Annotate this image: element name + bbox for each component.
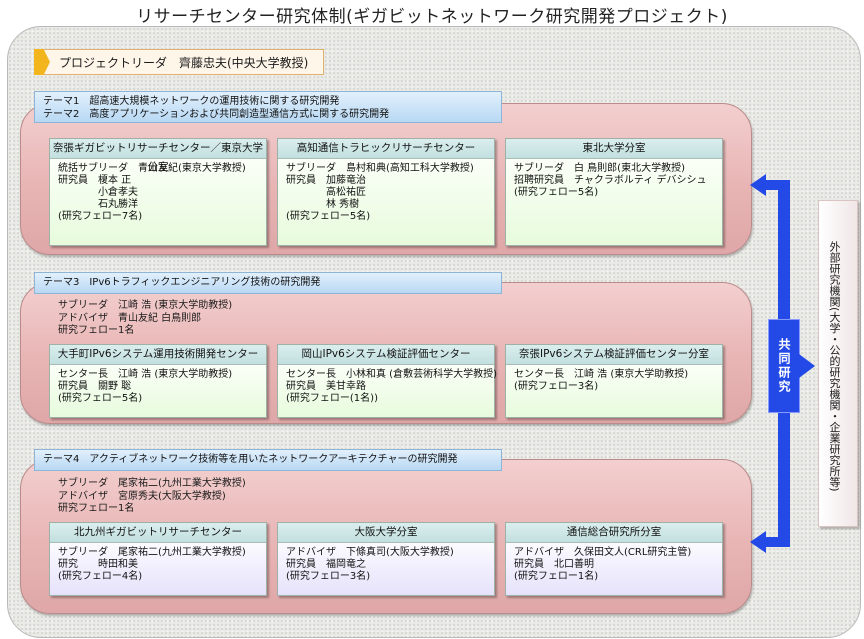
card-line: (研究フェロー7名)	[58, 211, 143, 222]
arrow-left-icon	[750, 174, 766, 196]
card-line: (研究フェロー3名)	[286, 571, 371, 582]
info-line: サブリーダ 江崎 浩 (東京大学助教授)	[58, 300, 233, 311]
info-line: アドバイザ 宮原秀夫(大阪大学教授)	[58, 490, 226, 502]
card-line: サブリーダ 白 鳥則郎(東北大学教授)	[514, 163, 685, 174]
card-line: アドバイザ 久保田文人(CRL研究主管)	[514, 547, 692, 558]
theme4-header: テーマ4 アクティブネットワーク技術等を用いたネットワークアーキテクチャーの研究…	[34, 449, 502, 471]
info-line: アドバイザ 青山友紀 白鳥則郎	[58, 312, 202, 324]
card-body: サブリーダ 島村和典(高知工科大学教授)研究員 加藤竜治 高松祐匠 林 秀樹(研…	[278, 159, 494, 245]
card-body: センター長 小林和真 (倉敷芸術科学大学教授)研究員 美甘幸路(研究フェロー(1…	[278, 365, 497, 417]
card-osaka-univ: 大阪大学分室 アドバイザ 下條真司(大阪大学教授)研究員 福岡竜之(研究フェロー…	[277, 522, 495, 596]
theme1-2-header: テーマ1 超高速大規模ネットワークの運用技術に関する研究開発 テーマ2 高度アプ…	[34, 91, 502, 123]
card-line: 研究員 北口善明	[514, 559, 594, 570]
card-line: 招聘研究員 チャクラボルティ デバシシュ	[514, 175, 707, 186]
card-otemachi-ipv6: 大手町IPv6システム運用技術開発センター センター長 江崎 浩 (東京大学助教…	[49, 344, 267, 418]
theme3-header: テーマ3 IPv6トラフィックエンジニアリング技術の研究開発	[34, 272, 502, 294]
card-crl: 通信総合研究所分室 アドバイザ 久保田文人(CRL研究主管)研究員 北口善明(研…	[505, 522, 723, 596]
card-line: アドバイザ 下條真司(大阪大学教授)	[286, 547, 454, 558]
card-line: (研究フェロー3名)	[514, 381, 599, 392]
external-institutions-box: 外部研究機関(大学・公的研究機関・企業研究所等)	[818, 200, 858, 527]
card-line: サブリーダ 島村和典(高知工科大学教授)	[286, 163, 474, 174]
arrow-left-icon	[750, 531, 766, 553]
card-line: センター長 小林和真 (倉敷芸術科学大学教授)	[286, 369, 497, 380]
card-body: 統括サブリーダ 青山友紀(東京大学教授)研究員 榎本 正 小倉孝夫 石丸勝洋(研…	[50, 159, 266, 245]
card-line: 研究員 加藤竜治	[286, 175, 366, 186]
card-body: アドバイザ 久保田文人(CRL研究主管)研究員 北口善明(研究フェロー1名)	[506, 543, 722, 595]
card-header: 奈張IPv6システム検証評価センター分室	[506, 345, 722, 365]
theme3-label: テーマ3 IPv6トラフィックエンジニアリング技術の研究開発	[43, 277, 321, 288]
info-line: 研究フェロー1名	[58, 503, 135, 514]
card-line: 研究員 榎本 正	[58, 175, 132, 186]
joint-research-label: 共同研究	[768, 319, 800, 413]
card-header: 大手町IPv6システム運用技術開発センター	[50, 345, 266, 365]
card-line: センター長 江崎 浩 (東京大学助教授)	[514, 369, 689, 380]
theme1-label: テーマ1 超高速大規模ネットワークの運用技術に関する研究開発	[43, 96, 340, 107]
project-leader-label: プロジェクトリーダ 齊藤忠夫(中央大学教授)	[59, 56, 309, 70]
card-line: (研究フェロー(1名))	[286, 393, 378, 404]
card-line: 研究員 關野 聡	[58, 381, 132, 392]
card-line: 統括サブリーダ 青山友紀(東京大学教授)	[58, 163, 246, 174]
card-body: センター長 江崎 浩 (東京大学助教授)(研究フェロー3名)	[506, 365, 722, 417]
card-line: 小倉孝夫	[58, 187, 138, 198]
card-header: 東北大学分室	[506, 139, 722, 159]
card-line: (研究フェロー1名)	[514, 571, 599, 582]
external-institutions-label: 外部研究機関(大学・公的研究機関・企業研究所等)	[828, 241, 841, 492]
card-line: 石丸勝洋	[58, 199, 138, 210]
card-line: (研究フェロー5名)	[58, 393, 143, 404]
card-header: 大阪大学分室	[278, 523, 494, 543]
card-okayama-ipv6: 岡山IPv6システム検証評価センター センター長 小林和真 (倉敷芸術科学大学教…	[277, 344, 497, 418]
card-line: 高松祐匠	[286, 187, 366, 198]
card-header: 北九州ギガビットリサーチセンター	[50, 523, 266, 543]
info-line: 研究フェロー1名	[58, 325, 135, 336]
theme3-info: サブリーダ 江崎 浩 (東京大学助教授)アドバイザ 青山友紀 白鳥則郎研究フェロ…	[58, 300, 232, 338]
card-line: センター長 江崎 浩 (東京大学助教授)	[58, 369, 233, 380]
card-nahari-gigabit: 奈張ギガビットリサーチセンター／東京大学分室 統括サブリーダ 青山友紀(東京大学…	[49, 138, 267, 246]
card-line: 林 秀樹	[286, 199, 360, 210]
card-header: 高知通信トラヒックリサーチセンター	[278, 139, 494, 159]
card-body: アドバイザ 下條真司(大阪大学教授)研究員 福岡竜之(研究フェロー3名)	[278, 543, 494, 595]
theme4-info: サブリーダ 尾家祐二(九州工業大学教授)アドバイザ 宮原秀夫(大阪大学教授)研究…	[58, 478, 246, 516]
card-body: サブリーダ 白 鳥則郎(東北大学教授)招聘研究員 チャクラボルティ デバシシュ(…	[506, 159, 722, 245]
card-header: 奈張ギガビットリサーチセンター／東京大学分室	[50, 139, 266, 173]
page-title: リサーチセンター研究体制(ギガビットネットワーク研究開発プロジェクト)	[136, 7, 728, 27]
card-line: サブリーダ 尾家祐二(九州工業大学教授)	[58, 547, 246, 558]
arrow-right-icon	[799, 354, 815, 378]
connector-branch	[764, 537, 790, 547]
card-nahari-ipv6: 奈張IPv6システム検証評価センター分室 センター長 江崎 浩 (東京大学助教授…	[505, 344, 723, 418]
leader-arrow-tab	[34, 49, 50, 75]
card-line: (研究フェロー5名)	[514, 187, 599, 198]
card-line: (研究フェロー5名)	[286, 211, 371, 222]
card-body: センター長 江崎 浩 (東京大学助教授)研究員 關野 聡(研究フェロー5名)	[50, 365, 266, 417]
card-tohoku: 東北大学分室 サブリーダ 白 鳥則郎(東北大学教授)招聘研究員 チャクラボルティ…	[505, 138, 723, 246]
theme2-label: テーマ2 高度アプリケーションおよび共同創造型通信方式に関する研究開発	[43, 109, 390, 120]
card-line: (研究フェロー4名)	[58, 571, 143, 582]
connector-branch	[764, 180, 790, 190]
card-header: 通信総合研究所分室	[506, 523, 722, 543]
card-header: 岡山IPv6システム検証評価センター	[278, 345, 494, 365]
card-kochi-traffic: 高知通信トラヒックリサーチセンター サブリーダ 島村和典(高知工科大学教授)研究…	[277, 138, 495, 246]
theme4-label: テーマ4 アクティブネットワーク技術等を用いたネットワークアーキテクチャーの研究…	[43, 454, 458, 465]
card-body: サブリーダ 尾家祐二(九州工業大学教授)研究 時田和美(研究フェロー4名)	[50, 543, 266, 595]
info-line: サブリーダ 尾家祐二(九州工業大学教授)	[58, 478, 246, 489]
card-line: 研究員 美甘幸路	[286, 381, 366, 392]
card-kitakyushu-gigabit: 北九州ギガビットリサーチセンター サブリーダ 尾家祐二(九州工業大学教授)研究 …	[49, 522, 267, 596]
card-line: 研究 時田和美	[58, 559, 138, 570]
card-line: 研究員 福岡竜之	[286, 559, 366, 570]
project-leader-box: プロジェクトリーダ 齊藤忠夫(中央大学教授)	[34, 49, 324, 75]
